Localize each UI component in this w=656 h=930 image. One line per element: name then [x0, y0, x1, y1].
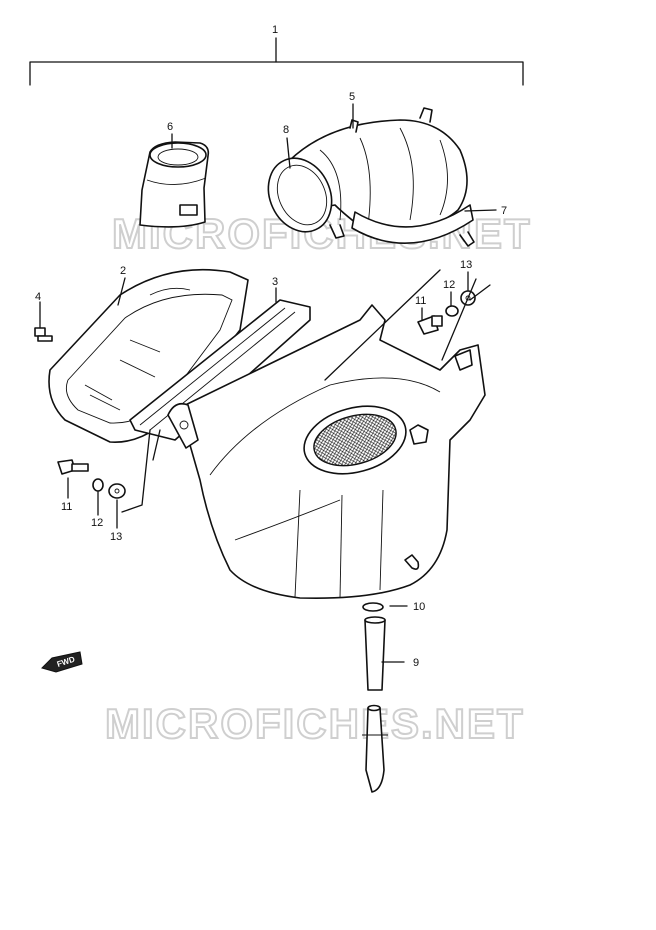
part-9-drain-tube	[362, 616, 388, 793]
callout-13-right: 13	[460, 259, 472, 271]
part-13-washer-left	[108, 483, 126, 499]
assembly-bracket	[29, 37, 524, 86]
part-12-washer-left	[92, 478, 104, 492]
callout-12-left: 12	[91, 517, 103, 529]
part-11-bolt-left	[57, 459, 89, 475]
callout-2: 2	[120, 265, 126, 277]
callout-10: 10	[413, 601, 425, 613]
callout-3: 3	[272, 276, 278, 288]
watermark-bottom: MICROFICHES.NET	[105, 700, 525, 747]
part-8-elbow-hose	[267, 107, 475, 247]
callout-13-left: 13	[110, 531, 122, 543]
part-10-clip	[362, 602, 384, 612]
callout-8: 8	[283, 124, 289, 136]
callout-1: 1	[272, 24, 278, 36]
callout-7: 7	[501, 205, 507, 217]
callout-5: 5	[349, 91, 355, 103]
callout-11-right: 11	[415, 295, 426, 307]
callout-12-right: 12	[443, 279, 455, 291]
part-12-washer-right	[445, 305, 459, 317]
leader-lines	[39, 103, 497, 663]
part-6-intake-duct	[139, 141, 210, 228]
fwd-arrow-icon: FWD	[41, 651, 83, 673]
callout-6: 6	[167, 121, 173, 133]
air-cleaner-case	[167, 304, 486, 600]
part-4-screw	[34, 327, 53, 342]
callout-4: 4	[35, 291, 41, 303]
part-11-bolt-right	[417, 315, 443, 335]
callout-11-left: 11	[61, 501, 72, 513]
callout-9: 9	[413, 657, 419, 669]
